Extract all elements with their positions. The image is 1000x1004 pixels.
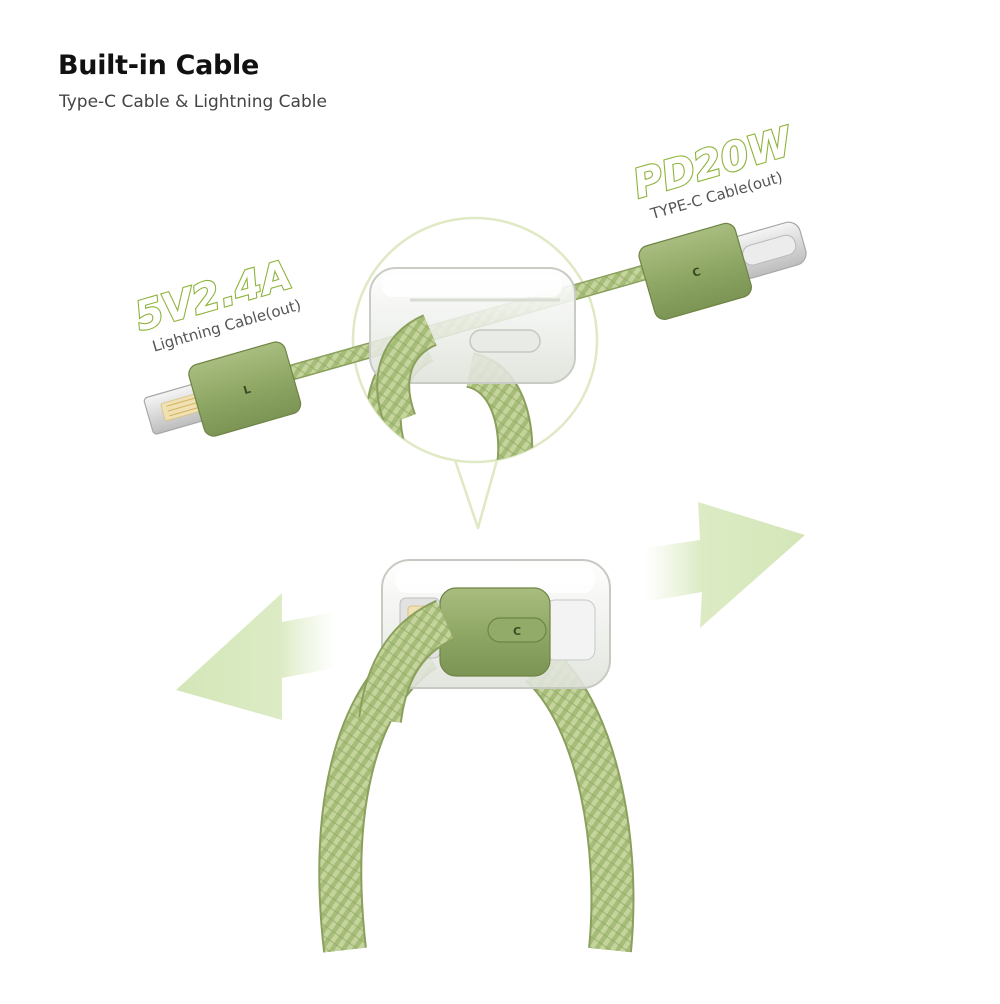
lightning-connector: L: [143, 341, 302, 437]
cable-loop-front: [358, 599, 455, 724]
right-arrow-icon: [645, 502, 805, 628]
typec-plug-mark: C: [691, 265, 702, 280]
left-arrow-icon: [176, 593, 335, 720]
page-title: Built-in Cable: [58, 50, 260, 81]
holder-mark: C: [513, 625, 521, 638]
typec-spec: PD20W TYPE-C Cable(out): [627, 117, 800, 223]
lightning-plug-mark: L: [242, 383, 252, 397]
callout-detail: [365, 267, 576, 462]
page-subtitle: Type-C Cable & Lightning Cable: [59, 92, 327, 112]
typec-connector: C: [638, 221, 807, 320]
